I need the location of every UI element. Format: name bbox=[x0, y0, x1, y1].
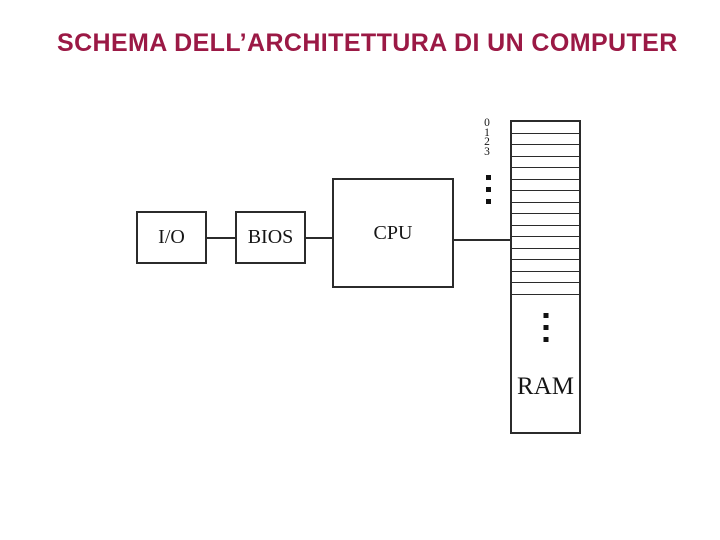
ram-cell bbox=[512, 203, 579, 214]
ram-cell bbox=[512, 283, 579, 295]
cpu-box: CPU bbox=[332, 178, 454, 288]
ram-cell bbox=[512, 180, 579, 191]
ram-cell bbox=[512, 237, 579, 249]
ram-cells bbox=[512, 122, 579, 295]
ellipsis-dot bbox=[486, 187, 491, 192]
cpu-label: CPU bbox=[373, 221, 413, 244]
ellipsis-dot bbox=[486, 175, 491, 180]
ram-cell bbox=[512, 249, 579, 260]
ram-cell bbox=[512, 214, 579, 226]
ram-label: RAM bbox=[517, 373, 574, 400]
ellipsis-dot bbox=[543, 337, 548, 342]
ram-address-label: 0 bbox=[484, 117, 490, 129]
io-box: I/O bbox=[136, 211, 207, 264]
ram-cell bbox=[512, 134, 579, 145]
bios-box: BIOS bbox=[235, 211, 306, 264]
ram-cell bbox=[512, 157, 579, 168]
address-ellipsis-icon bbox=[486, 175, 491, 211]
connector-cpu-ram bbox=[452, 239, 511, 241]
ram-cell bbox=[512, 145, 579, 157]
connector-bios-cpu bbox=[304, 237, 333, 239]
ram-cell bbox=[512, 226, 579, 237]
ellipsis-dot bbox=[486, 199, 491, 204]
ram-address-label: 2 bbox=[484, 136, 490, 148]
ram-address-label: 1 bbox=[484, 126, 490, 139]
ram-box: RAM bbox=[510, 120, 581, 434]
ram-cell bbox=[512, 122, 579, 134]
ram-address-label: 3 bbox=[484, 145, 490, 158]
ram-cell bbox=[512, 260, 579, 272]
connector-io-bios bbox=[205, 237, 236, 239]
ram-cell bbox=[512, 272, 579, 283]
ram-cell bbox=[512, 191, 579, 203]
io-label: I/O bbox=[158, 226, 185, 248]
slide-title: SCHEMA DELL’ARCHITETTURA DI UN COMPUTER bbox=[57, 29, 678, 57]
ellipsis-dot bbox=[543, 325, 548, 330]
ellipsis-dot bbox=[543, 313, 548, 318]
bios-label: BIOS bbox=[247, 226, 294, 248]
ram-cell bbox=[512, 168, 579, 180]
ram-body-ellipsis-icon bbox=[543, 313, 548, 349]
